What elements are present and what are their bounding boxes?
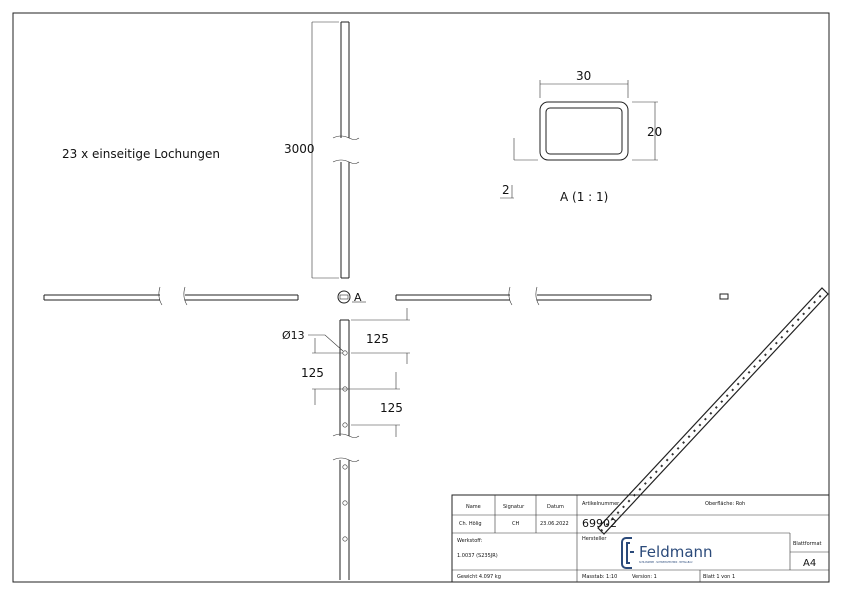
hole-note: 23 x einseitige Lochungen [62, 147, 220, 161]
logo-tagline: SCHLOSSEREI · SCHWEISSTECHNIK · METALLBA… [639, 561, 693, 564]
hole-pitch-2: 125 [380, 401, 403, 415]
blattformat: A4 [803, 558, 816, 569]
section-marker: A [354, 291, 362, 304]
gewicht: Gewicht 4.097 kg [457, 574, 501, 580]
logo-text: Feldmann [639, 543, 713, 561]
werkstoff-label: Werkstoff: [457, 538, 483, 544]
feldmann-logo: Feldmann SCHLOSSEREI · SCHWEISSTECHNIK ·… [621, 537, 713, 569]
section-marker: A [337, 290, 366, 304]
profile-width: 30 [576, 69, 591, 83]
hole-detail-view: Ø13 125 125 125 [282, 308, 410, 580]
blatt: Blatt 1 von 1 [703, 574, 735, 580]
signatur-header: Signatur [503, 504, 525, 510]
datum: 23.06.2022 [540, 521, 569, 527]
length-dimension: 3000 [284, 142, 315, 156]
signatur: CH [512, 521, 519, 527]
hole-pitch-1: 125 [301, 366, 324, 380]
hole-diameter: Ø13 [282, 329, 305, 342]
blattformat-label: Blattformat [793, 541, 822, 547]
massstab: Masstab: 1:10 [582, 574, 617, 580]
name: Ch. Hölig [459, 521, 482, 527]
profile-height: 20 [647, 125, 662, 139]
isometric-bar-view [597, 287, 829, 535]
sheet-border [12, 12, 830, 583]
section-label: A (1 : 1) [560, 190, 608, 204]
name-header: Name [466, 504, 481, 510]
wall: 2 [502, 183, 510, 197]
werkstoff: 1.0037 (S235JR) [457, 553, 498, 559]
section-view-a: 30 20 2 A (1 : 1) [500, 69, 662, 204]
version: Version: 1 [632, 574, 657, 580]
article-number: 69902 [582, 517, 617, 530]
datum-header: Datum [547, 504, 564, 510]
artikelnummer-label: Artikelnummer [582, 501, 620, 507]
horizontal-bar-view [43, 286, 652, 306]
hersteller-label: Hersteller [582, 536, 607, 542]
end-view-profile [719, 293, 729, 300]
vertical-bar-top-view: 3000 [284, 21, 360, 279]
oberflaeche: Oberfläche: Roh [705, 501, 745, 507]
hole-offset: 125 [366, 332, 389, 346]
title-block: Name Signatur Datum Ch. Hölig CH 23.06.2… [451, 494, 830, 583]
